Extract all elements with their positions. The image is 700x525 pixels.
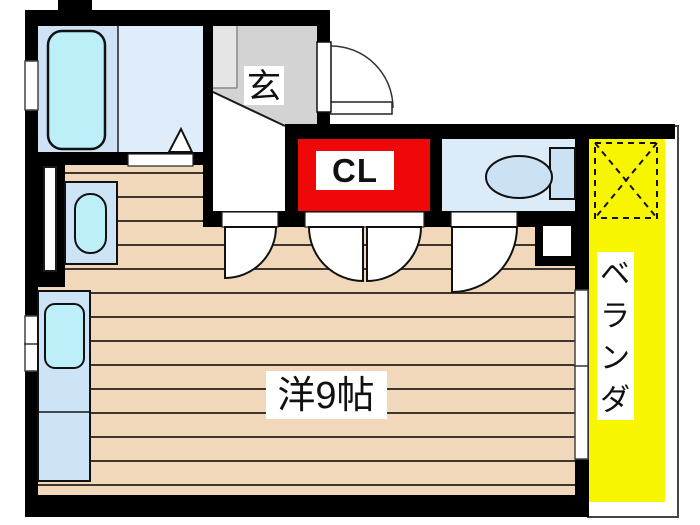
toilet-door-swing-icon [451, 226, 519, 294]
closet-label-box [316, 151, 394, 190]
balcony-label-box [597, 252, 634, 420]
toilet-icon [485, 155, 553, 199]
wall-top [25, 10, 330, 26]
balcony-window [574, 289, 589, 460]
toilet-threshold [450, 211, 518, 228]
wall-top-band [285, 124, 675, 139]
wall-slot-window [43, 166, 57, 272]
folding-door-triangle-icon [167, 126, 194, 153]
entrance-label: 玄 [247, 68, 281, 106]
entrance-sill [329, 101, 393, 115]
wood-floor [38, 165, 575, 495]
balcony-label-char: ラ [600, 300, 630, 333]
washroom-floor [118, 26, 203, 152]
entrance-edge-line [212, 91, 286, 127]
wall-top-tab [58, 0, 92, 12]
toilet-tank [549, 147, 576, 200]
entrance-door-leaf [316, 41, 332, 113]
main-room-label-box [266, 371, 387, 419]
wall-closet-toilet [430, 139, 442, 213]
closet-double-door-icon [366, 226, 423, 283]
balcony-label-char: ダ [600, 384, 630, 417]
storage-x-box [594, 142, 658, 219]
washbasin-icon [74, 193, 107, 254]
window-icon [24, 60, 39, 111]
entrance-door-swing-icon [330, 45, 394, 109]
room-door-threshold [221, 211, 279, 228]
entrance-label-box [244, 66, 284, 105]
hallway-floor [213, 92, 285, 213]
balcony-label-char: ン [600, 342, 630, 375]
balcony-storage-x-icon [594, 142, 658, 219]
bathroom-threshold [127, 153, 194, 167]
balcony-label-char: ベ [600, 258, 630, 291]
main-room-label: 洋9帖 [277, 375, 374, 417]
wall-bottom [25, 495, 589, 517]
wall-closet-left [285, 139, 298, 213]
closet-threshold [304, 211, 425, 228]
kitchen-sink-icon [44, 303, 85, 369]
closet-label: CL [332, 152, 378, 189]
closet-double-door-icon [307, 226, 364, 283]
entrance-step [213, 26, 237, 88]
room-door-swing-icon [224, 226, 278, 280]
wall-nook-niche [543, 226, 571, 256]
storage-x-diag2 [594, 142, 658, 219]
wall-bathroom-right [203, 26, 213, 227]
bathtub-icon [46, 29, 107, 151]
entrance-step-line [213, 26, 238, 89]
